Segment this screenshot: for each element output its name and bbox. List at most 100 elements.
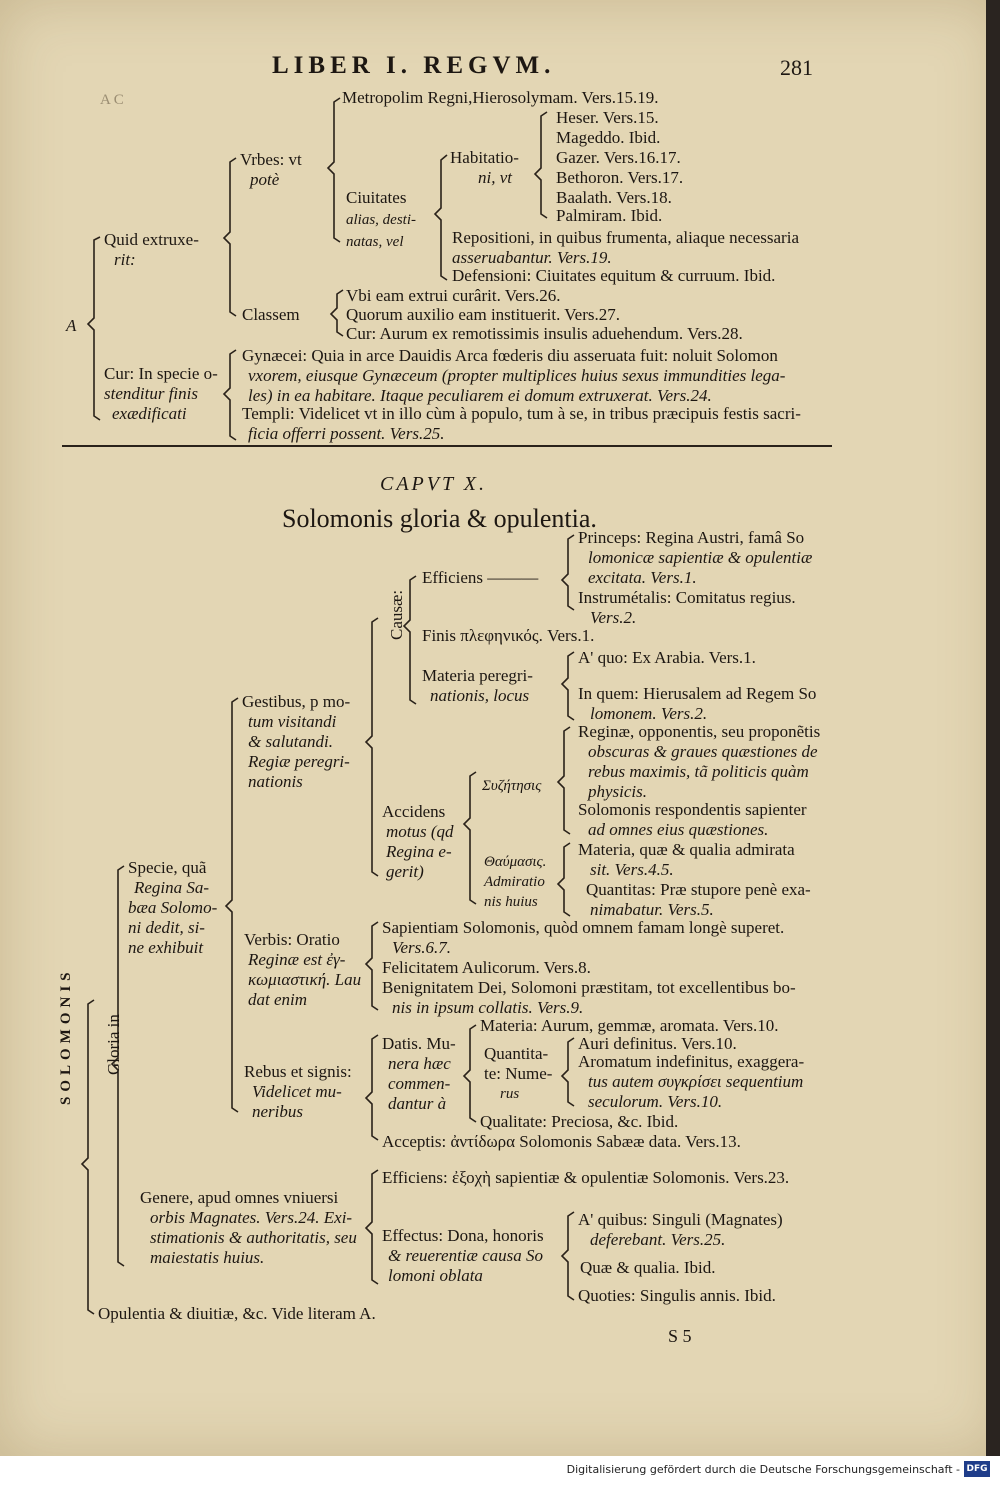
princeps-line3: excitata. Vers.1. xyxy=(588,568,697,587)
opulentia: Opulentia & diuitiæ, &c. Vide literam A. xyxy=(98,1304,376,1323)
sapientiam-line2: Vers.6.7. xyxy=(392,938,452,957)
aromatum-line2: tus autem συγκρίσει sequentium xyxy=(588,1072,804,1091)
a-quo: A' quo: Ex Arabia. Vers.1. xyxy=(578,648,756,667)
metropolim: Metropolim Regni,Hierosolymam. Vers.15.1… xyxy=(342,88,659,107)
materia-line2: nationis, locus xyxy=(430,686,530,705)
genere-line2: orbis Magnates. Vers.24. Exi- xyxy=(150,1208,353,1227)
repositioni-line1: Repositioni, in quibus frumenta, aliaque… xyxy=(452,228,799,247)
quid-line2: rit: xyxy=(114,250,136,269)
caput-heading: CAPVT X. xyxy=(380,473,487,495)
verbis-line3: κωμιαστική. Lau xyxy=(248,970,362,989)
sapientiam-line1: Sapientiam Solomonis, quòd omnem famam l… xyxy=(382,918,785,937)
effectus-line1: Effectus: Dona, honoris xyxy=(382,1226,544,1245)
gynaecei-line1: Gynæcei: Quia in arce Dauidis Arca fœder… xyxy=(242,346,778,365)
qualitate: Qualitate: Preciosa, &c. Ibid. xyxy=(480,1112,679,1131)
datis-line4: dantur à xyxy=(388,1094,447,1113)
gestibus-line5: nationis xyxy=(248,772,303,791)
accidens-line4: gerit) xyxy=(386,862,424,881)
efficiens: Efficiens ——— xyxy=(422,568,539,587)
page-edge xyxy=(986,0,1000,1456)
gestibus-line1: Gestibus, p mo- xyxy=(242,692,351,711)
felicitatem: Felicitatem Aulicorum. Vers.8. xyxy=(382,958,591,977)
ciuitates-line2: alias, desti- xyxy=(346,212,416,228)
datis-line1: Datis. Mu- xyxy=(382,1034,456,1053)
princeps-line1: Princeps: Regina Austri, famâ So xyxy=(578,528,805,547)
heser: Heser. Vers.15. xyxy=(556,108,659,127)
benignitatem-line1: Benignitatem Dei, Solomoni præstitam, to… xyxy=(382,978,796,997)
materia-qua-line2: sit. Vers.4.5. xyxy=(590,860,674,879)
reginae-line4: physicis. xyxy=(588,782,648,801)
solomonis-resp-line1: Solomonis respondentis sapienter xyxy=(578,800,807,819)
specie-line4: ni dedit, si- xyxy=(128,918,205,937)
specie-line1: Specie, quã xyxy=(128,858,207,877)
quantitate-line2: te: Nume- xyxy=(484,1064,553,1083)
templi-line2: ficia offerri possent. Vers.25. xyxy=(248,424,445,443)
thaumasis-line3: nis huius xyxy=(484,894,538,910)
gestibus-line4: Regiæ peregri- xyxy=(248,752,350,771)
specie-line5: ne exhibuit xyxy=(128,938,204,957)
faint-mark: A C xyxy=(100,92,124,108)
repositioni-line2: asseruabantur. Vers.19. xyxy=(452,248,612,267)
cur-line2: stenditur finis xyxy=(104,384,198,403)
reginae-line3: rebus maximis, tã politicis quàm xyxy=(588,762,809,781)
reginae-line1: Reginæ, opponentis, seu proponẽtis xyxy=(578,722,821,741)
datis-line2: nera hæc xyxy=(388,1054,451,1073)
mageddo: Mageddo. Ibid. xyxy=(556,128,661,147)
baalath: Baalath. Vers.18. xyxy=(556,188,672,207)
effectus-line3: lomoni oblata xyxy=(388,1266,483,1285)
instrumetalis-line1: Instrumétalis: Comitatus regius. xyxy=(578,588,796,607)
gloria-in-label: Gloria in xyxy=(104,1014,123,1075)
in-quem-line1: In quem: Hierusalem ad Regem So xyxy=(578,684,817,703)
gynaecei-line2: vxorem, eiusque Gynæceum (propter multip… xyxy=(248,366,786,385)
quoties: Quoties: Singulis annis. Ibid. xyxy=(578,1286,776,1305)
causae-label: Causæ: xyxy=(387,589,406,640)
gestibus-line2: tum visitandi xyxy=(248,712,337,731)
quantitas-line1: Quantitas: Præ stupore penè exa- xyxy=(586,880,811,899)
ciuitates-line3: natas, vel xyxy=(346,234,404,250)
solomonis-resp-line2: ad omnes eius quæstiones. xyxy=(588,820,769,839)
solomonis-vertical-label: SOLOMONIS xyxy=(58,967,74,1105)
vrbes-line1: Vrbes: vt xyxy=(240,150,302,169)
genere-line1: Genere, apud omnes vniuersi xyxy=(140,1188,339,1207)
materia-line1: Materia peregri- xyxy=(422,666,533,685)
a-quibus-line2: deferebant. Vers.25. xyxy=(590,1230,726,1249)
defensioni: Defensioni: Ciuitates equitum & curruum.… xyxy=(452,266,776,285)
page-number: 281 xyxy=(780,55,813,80)
quantitas-line2: nimabatur. Vers.5. xyxy=(590,900,714,919)
gestibus-line3: & salutandi. xyxy=(248,732,334,751)
palmiram: Palmiram. Ibid. xyxy=(556,206,663,225)
ciuitates-line1: Ciuitates xyxy=(346,188,407,207)
genere-line3: stimationis & authoritatis, seu xyxy=(150,1228,357,1247)
acceptis: Acceptis: ἀντίδωρα Solomonis Sabææ data.… xyxy=(382,1132,741,1151)
reginae-line2: obscuras & graues quæstiones de xyxy=(588,742,818,761)
quae-qualia: Quæ & qualia. Ibid. xyxy=(580,1258,716,1277)
quantitate-line1: Quantita- xyxy=(484,1044,549,1063)
vrbes-line2: potè xyxy=(250,170,280,189)
aromatum-line3: seculorum. Vers.10. xyxy=(588,1092,723,1111)
habitationi-line2: ni, vt xyxy=(478,168,512,187)
rebus-line1: Rebus et signis: xyxy=(244,1062,352,1081)
quantitate-line3: rus xyxy=(500,1086,520,1102)
classem: Classem xyxy=(242,305,300,324)
verbis-line2: Reginæ est ἐγ- xyxy=(248,950,346,969)
a-quibus-line1: A' quibus: Singuli (Magnates) xyxy=(578,1210,783,1229)
in-quem-line2: lomonem. Vers.2. xyxy=(590,704,708,723)
specie-line2: Regina Sa- xyxy=(134,878,210,897)
gazer: Gazer. Vers.16.17. xyxy=(556,148,681,167)
cur-classem: Cur: Aurum ex remotissimis insulis adueh… xyxy=(346,324,743,343)
thaumasis-line1: Θαύμασις. xyxy=(484,854,547,870)
specie-line3: bæa Solomo- xyxy=(128,898,218,917)
auri: Auri definitus. Vers.10. xyxy=(578,1034,737,1053)
footer-credit: Digitalisierung gefördert durch die Deut… xyxy=(566,1463,960,1476)
cur-line3: exædificati xyxy=(112,404,187,423)
verbis-line4: dat enim xyxy=(248,990,308,1009)
vbi: Vbi eam extrui curârit. Vers.26. xyxy=(346,286,561,305)
genere-line4: maiestatis huius. xyxy=(150,1248,265,1267)
bethoron: Bethoron. Vers.17. xyxy=(556,168,684,187)
materia-qua-line1: Materia, quæ & qualia admirata xyxy=(578,840,795,859)
accidens-line2: motus (qd xyxy=(386,822,454,841)
quid-line1: Quid extruxe- xyxy=(104,230,199,249)
accidens-line3: Regina e- xyxy=(386,842,452,861)
